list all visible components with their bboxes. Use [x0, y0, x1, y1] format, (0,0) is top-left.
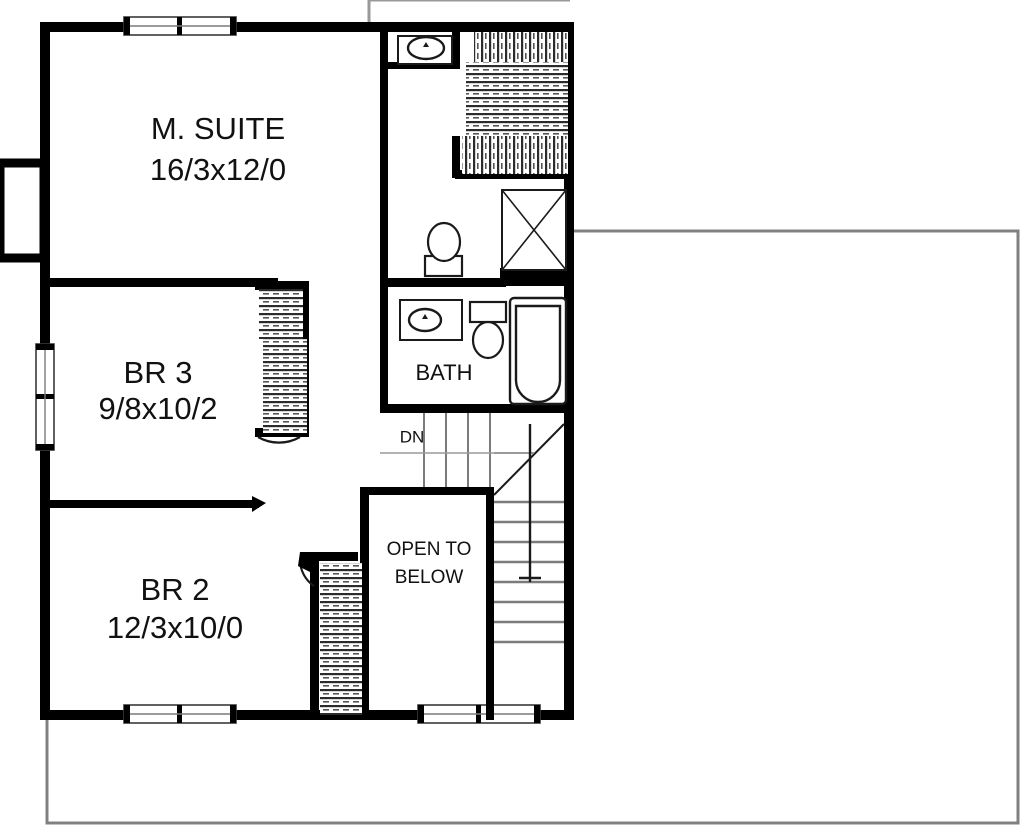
bath-toilet [468, 300, 508, 360]
label-master-suite-dimensions: 16/3x12/0 [150, 152, 286, 187]
room-labels: M. SUITE 16/3x12/0 BR 3 9/8x10/2 BR 2 12… [99, 111, 473, 645]
roof-ridge-gray-line [367, 0, 570, 22]
plan-annotations: OPEN TO BELOW DN [387, 427, 472, 588]
master-vanity-sink [397, 35, 453, 65]
lower-floor-footprint-outline [45, 229, 1020, 825]
window-bottom-left [123, 704, 237, 724]
label-bedroom-2-dimensions: 12/3x10/0 [107, 610, 243, 645]
closet-hatching [259, 32, 568, 715]
door-leaf-br2 [298, 552, 320, 572]
label-bath-name: BATH [415, 360, 472, 385]
label-master-suite-name: M. SUITE [151, 111, 285, 146]
window-top-left [123, 16, 237, 36]
label-bedroom-3-name: BR 3 [124, 355, 193, 390]
staircase [380, 413, 565, 644]
window-bottom-center [417, 704, 541, 724]
master-toilet [423, 221, 464, 278]
label-stair-direction-dn: DN [400, 427, 425, 446]
shower-stall [501, 189, 567, 271]
label-bedroom-3-dimensions: 9/8x10/2 [99, 391, 218, 426]
label-open-to-below-line1: OPEN TO [387, 539, 472, 560]
label-open-to-below-line2: BELOW [395, 567, 464, 588]
bath-vanity-sink [399, 299, 463, 341]
bay-projection-left [0, 158, 49, 263]
window-left-wall [35, 343, 55, 451]
label-bedroom-2-name: BR 2 [141, 572, 210, 607]
bathtub [508, 296, 568, 406]
